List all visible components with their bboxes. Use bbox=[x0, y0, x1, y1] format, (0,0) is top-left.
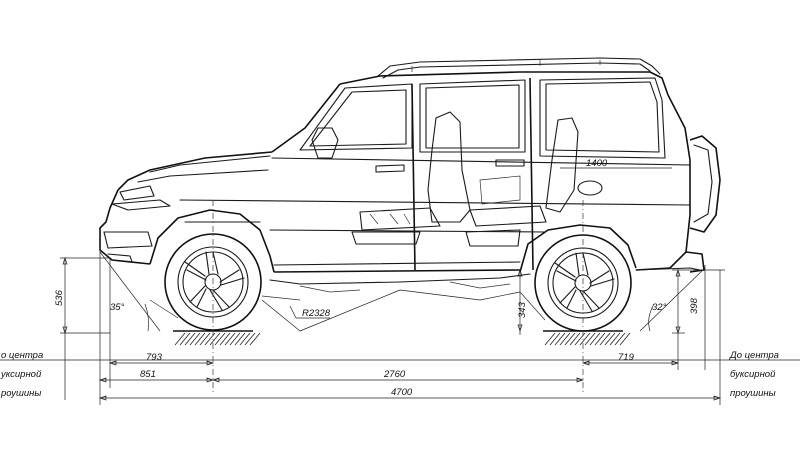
hatch-line bbox=[614, 332, 626, 346]
dim-343: 343 bbox=[517, 301, 528, 318]
dim-r2328: R2328 bbox=[302, 308, 331, 319]
hatch-line bbox=[209, 332, 221, 346]
hatch-line bbox=[544, 332, 556, 346]
hatch-line bbox=[594, 332, 606, 346]
dim-719: 719 bbox=[618, 352, 635, 363]
hatch-line bbox=[244, 332, 256, 346]
ground-hatch bbox=[173, 330, 631, 346]
hatch-line bbox=[604, 332, 616, 346]
hatch-line bbox=[214, 332, 226, 346]
dim-398: 398 bbox=[689, 297, 700, 314]
hatch-line bbox=[194, 332, 206, 346]
hatch-line bbox=[204, 332, 216, 346]
dim-536: 536 bbox=[54, 289, 65, 306]
right-note-line-1: До центра bbox=[729, 350, 779, 361]
hatch-line bbox=[249, 332, 261, 346]
hatch-line bbox=[599, 332, 611, 346]
dim-2760: 2760 bbox=[383, 369, 406, 380]
dim-793: 793 bbox=[146, 352, 163, 363]
hatch-line bbox=[569, 332, 581, 346]
hatch-line bbox=[619, 332, 631, 346]
hatch-line bbox=[234, 332, 246, 346]
vehicle-body bbox=[99, 57, 721, 293]
hatch-line bbox=[199, 332, 211, 346]
hatch-line bbox=[219, 332, 231, 346]
tow-point-notes: о центра уксирной роушины До центра букс… bbox=[0, 350, 779, 399]
left-note-line-1: о центра bbox=[1, 350, 43, 361]
right-note-line-3: проушины bbox=[730, 388, 776, 399]
hatch-line bbox=[189, 332, 201, 346]
hatch-line bbox=[589, 332, 601, 346]
hatch-line bbox=[224, 332, 236, 346]
dim-1400: 1400 bbox=[586, 158, 608, 169]
left-note-line-2: уксирной bbox=[0, 369, 42, 380]
interior-seats bbox=[351, 111, 579, 247]
hatch-line bbox=[239, 332, 251, 346]
hatch-line bbox=[584, 332, 596, 346]
hatch-line bbox=[564, 332, 576, 346]
hatch-line bbox=[559, 332, 571, 346]
hatch-line bbox=[179, 332, 191, 346]
hatch-line bbox=[579, 332, 591, 346]
hatch-line bbox=[549, 332, 561, 346]
right-note-line-2: буксирной bbox=[730, 369, 776, 380]
hatch-line bbox=[554, 332, 566, 346]
hatch-line bbox=[609, 332, 621, 346]
dim-851: 851 bbox=[140, 369, 156, 380]
angle-35: 35° bbox=[110, 302, 125, 313]
left-note-line-3: роушины bbox=[0, 388, 41, 399]
hatch-line bbox=[184, 332, 196, 346]
angle-32: 32° bbox=[652, 302, 667, 313]
hatch-line bbox=[174, 332, 186, 346]
hatch-line bbox=[229, 332, 241, 346]
dimension-labels: 793 851 2760 4700 719 1400 R2328 35° 32°… bbox=[54, 158, 700, 398]
dim-4700: 4700 bbox=[391, 387, 413, 398]
dimension-lines bbox=[0, 167, 800, 405]
hatch-line bbox=[574, 332, 586, 346]
